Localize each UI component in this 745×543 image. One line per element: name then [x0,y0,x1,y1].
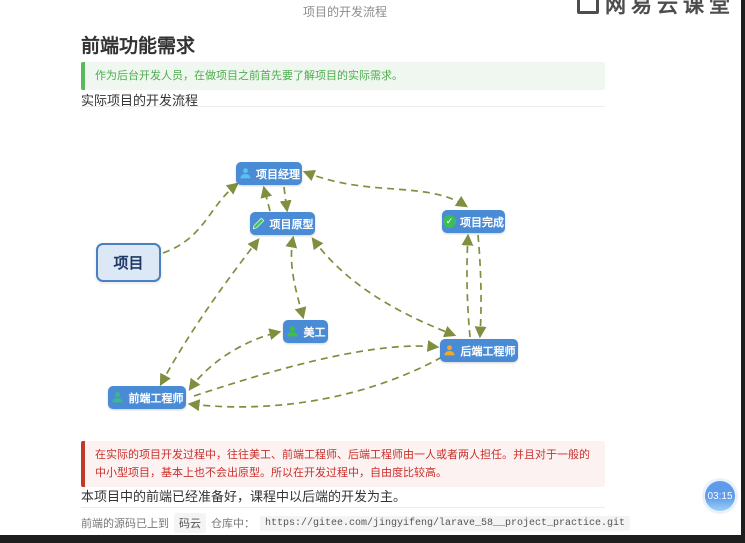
red-note-text: 在实际的项目开发过程中，往往美工、前端工程师、后端工程师由一人或者两人担任。并且… [95,449,590,479]
footer: 前端的源码已上到 码云 仓库中： https://gitee.com/jingy… [81,513,631,533]
flow-node-complete: ✓ 项目完成 [442,210,505,233]
edge-backend-frontend [187,356,443,412]
pencil-icon [252,217,266,231]
timer-badge[interactable]: 03:15 [702,478,738,514]
person-icon [286,325,300,339]
flow-node-frontend: 前端工程师 [108,386,186,409]
flow-node-label: 项目经理 [256,168,300,181]
red-note-box: 在实际的项目开发过程中，往往美工、前端工程师、后端工程师由一人或者两人担任。并且… [81,441,605,487]
repo-url: https://gitee.com/jingyifeng/larave_58__… [260,515,631,531]
section-label: 实际项目的开发流程 [81,93,199,108]
edge-manager-complete [302,170,469,208]
flow-node-project: 项目 [96,243,161,282]
flow-node-label: 前端工程师 [128,392,184,405]
document-top-title: 项目的开发流程 [302,5,387,19]
edge-backend-complete [461,233,474,338]
watermark-text: 网易云课堂 [605,0,735,17]
flow-node-label: 项目原型 [269,218,314,231]
edge-project-manager [162,182,239,254]
footer-prefix: 前端的源码已上到 [81,518,169,530]
edge-prototype-backend [311,237,457,338]
page-title: 前端功能需求 [81,36,196,57]
edge-complete-backend [474,234,487,339]
person-icon [238,167,252,181]
flow-node-label: 美工 [303,326,326,339]
flow-node-label: 项目 [113,255,144,272]
bottom-frame-bar [0,535,745,543]
edge-manager-prototype [279,186,292,213]
edge-prototype-manager [260,185,273,212]
closing-text: 本项目中的前端已经准备好，课程中以后端的开发为主。 [81,489,407,504]
timer-value: 03:15 [707,490,733,502]
edge-frontend-prototype [159,238,260,387]
flow-node-artist: 美工 [283,320,328,343]
green-note-box: 作为后台开发人员，在做项目之前首先要了解项目的实际需求。 [81,62,605,90]
divider [81,106,605,107]
person-icon [443,344,457,358]
footer-middle: 仓库中： [211,518,255,530]
person-icon [111,391,125,405]
flow-node-label: 项目完成 [460,216,504,229]
check-circle-icon: ✓ [443,215,456,228]
divider [81,507,605,508]
flow-node-prototype: 项目原型 [250,212,315,235]
flow-node-backend: 后端工程师 [440,339,518,362]
watermark-logo-icon [577,0,599,14]
repo-host-chip: 码云 [174,513,206,533]
edge-prototype-artist [285,235,307,320]
site-watermark: 网易云课堂 [577,0,735,19]
right-frame-bar [741,0,745,543]
green-note-text: 作为后台开发人员，在做项目之前首先要了解项目的实际需求。 [95,70,403,82]
edge-frontend-backend [193,340,440,397]
flow-node-manager: 项目经理 [236,162,302,185]
flow-node-label: 后端工程师 [460,345,516,358]
edge-frontend-artist [188,328,282,391]
